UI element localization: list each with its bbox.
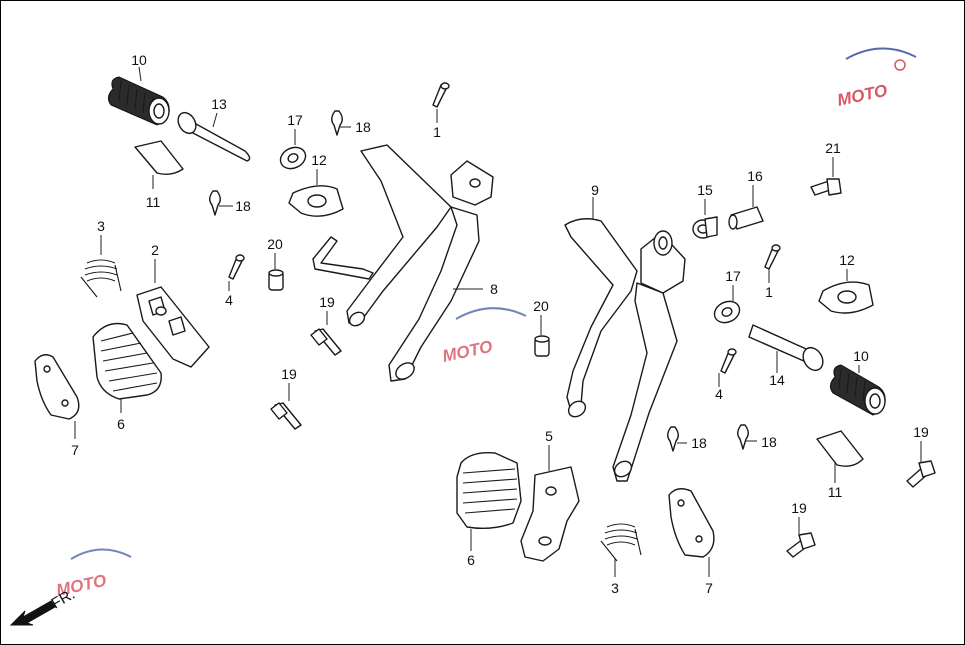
part-14-footpeg-pin-right	[748, 324, 824, 372]
callout-6-left: 6	[117, 416, 125, 432]
callout-17-right: 17	[725, 268, 741, 284]
part-17-washer-right	[713, 300, 741, 324]
callout-12-right: 12	[839, 252, 855, 268]
callout-numbers: 10 13 11 17 18 1 12 18 3 2 4 20 19 8 20 …	[71, 52, 929, 596]
callout-7-right: 7	[705, 580, 713, 596]
callout-17-left: 17	[287, 112, 303, 128]
part-5-footrest-bracket-right	[520, 466, 580, 562]
part-1-pin-right	[764, 244, 781, 270]
part-10-footpeg-rubber-left	[107, 76, 170, 126]
leader-lines	[74, 66, 922, 577]
callout-20-left: 20	[267, 236, 283, 252]
part-18-cotter-pin-d	[737, 424, 749, 450]
part-6-footpeg-rubber-right	[456, 452, 522, 530]
part-9-main-bracket-right	[564, 218, 686, 482]
part-12-plate-right	[818, 281, 874, 314]
callout-20-right: 20	[533, 298, 549, 314]
part-21-bolt	[810, 178, 842, 196]
callout-9: 9	[591, 182, 599, 198]
callout-12-left: 12	[311, 152, 327, 168]
callout-19-bottom: 19	[791, 500, 807, 516]
part-10-footpeg-rubber-right	[829, 364, 886, 416]
part-6-footpeg-rubber-left	[92, 322, 162, 400]
part-15-bushing	[692, 216, 718, 239]
callout-19-mid: 19	[319, 294, 335, 310]
front-direction-indicator: FR.	[9, 586, 78, 626]
callout-19-right: 19	[913, 424, 929, 440]
callout-21: 21	[825, 140, 841, 156]
callout-3-right: 3	[611, 580, 619, 596]
callout-10-right: 10	[853, 348, 869, 364]
callout-10-left: 10	[131, 52, 147, 68]
part-4-pin-right	[720, 348, 737, 374]
callout-18-right-b: 18	[761, 434, 777, 450]
part-2-footrest-bracket-left	[136, 286, 210, 368]
watermark-logo-top-right: MOTO	[836, 47, 917, 110]
part-4-pin-left	[228, 254, 245, 280]
callout-8: 8	[490, 281, 498, 297]
part-17-washer-left	[279, 146, 307, 170]
part-3-spring-right	[600, 523, 642, 562]
part-18-cotter-pin-b	[209, 190, 221, 216]
callout-13: 13	[211, 96, 227, 112]
part-13-footpeg-pin-left	[177, 111, 251, 162]
part-3-spring-left	[80, 259, 122, 298]
watermark-logo-center: MOTO	[441, 307, 527, 366]
callout-18-top: 18	[355, 119, 371, 135]
svg-text:MOTO: MOTO	[836, 81, 890, 110]
callout-1-top: 1	[433, 124, 441, 140]
part-11-pad-left	[134, 140, 184, 176]
callout-11-left: 11	[146, 194, 161, 210]
part-20-collar-right	[534, 335, 550, 357]
part-19-bolt-c	[906, 460, 936, 488]
callout-7-left: 7	[71, 442, 79, 458]
callout-11-right: 11	[828, 484, 843, 500]
part-12-plate-left	[288, 185, 344, 217]
part-19-bolt-a	[310, 328, 342, 356]
callout-6-right: 6	[467, 552, 475, 568]
callout-1-right: 1	[765, 284, 773, 300]
part-20-collar-left	[268, 269, 284, 291]
part-16-sleeve	[728, 206, 764, 230]
front-arrow-icon	[9, 600, 56, 626]
part-18-cotter-pin-a	[331, 110, 343, 136]
part-18-cotter-pin-c	[667, 426, 679, 452]
callout-4-left: 4	[225, 292, 233, 308]
callout-19-left: 19	[281, 366, 297, 382]
callout-18-right-a: 18	[691, 435, 707, 451]
part-11-pad-right	[816, 430, 864, 467]
part-19-bolt-d	[786, 532, 816, 558]
callout-2: 2	[151, 242, 159, 258]
callout-15: 15	[697, 182, 713, 198]
callout-18-left: 18	[235, 198, 251, 214]
callout-3-left: 3	[97, 218, 105, 234]
part-19-bolt-b	[270, 402, 302, 430]
callout-16: 16	[747, 168, 763, 184]
svg-text:MOTO: MOTO	[441, 337, 495, 366]
part-1-pin-top	[432, 82, 450, 108]
callout-14: 14	[769, 372, 785, 388]
part-7-plate-right	[668, 488, 715, 558]
callout-5: 5	[545, 428, 553, 444]
part-7-plate-left	[34, 354, 80, 420]
part-8-main-bracket-left	[312, 144, 494, 382]
callout-4-right: 4	[715, 386, 723, 402]
